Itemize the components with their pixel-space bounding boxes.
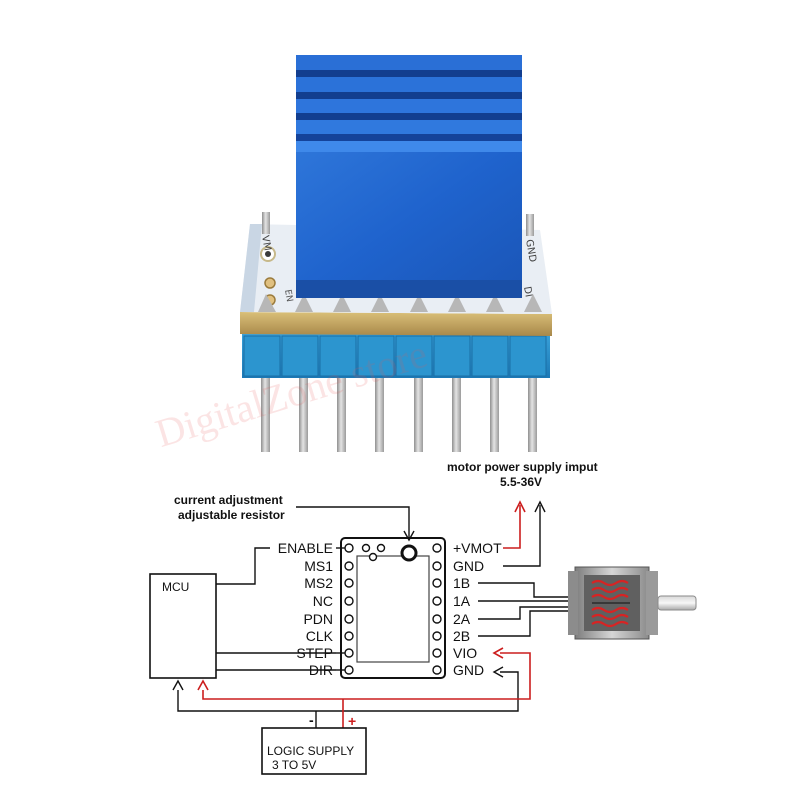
logic-vcc-wire bbox=[197, 647, 531, 728]
silk-dir: DI bbox=[521, 286, 534, 298]
board-top-pins bbox=[262, 212, 534, 236]
logic-supply-line1: LOGIC SUPPLY bbox=[267, 744, 355, 758]
pin-header-plastic bbox=[242, 332, 550, 378]
pin-label-ms1: MS1 bbox=[304, 558, 333, 574]
pcb-edge bbox=[240, 312, 552, 336]
pin-label-clk: CLK bbox=[305, 628, 333, 644]
logic-plus-sign: + bbox=[348, 713, 357, 729]
pin-label-enable: ENABLE bbox=[277, 540, 333, 556]
motor-coils bbox=[591, 579, 629, 628]
pin-label-1b: 1B bbox=[453, 575, 471, 591]
left-pin-holes bbox=[344, 543, 354, 675]
left-pin-lines bbox=[336, 547, 345, 671]
pin-label-2a: 2A bbox=[453, 611, 471, 627]
pin-label-gnd-logic: GND bbox=[453, 662, 485, 678]
potentiometer-symbol bbox=[400, 544, 418, 562]
driver-module-schematic bbox=[340, 537, 446, 679]
pin-label-ms2: MS2 bbox=[304, 575, 333, 591]
motor-supply-title: motor power supply imput bbox=[447, 460, 598, 474]
silk-en: EN bbox=[282, 289, 294, 303]
mcu-wiring bbox=[216, 547, 336, 671]
pin-label-step: STEP bbox=[296, 645, 333, 661]
pin-label-2b: 2B bbox=[453, 628, 471, 644]
pin-label-dir: DIR bbox=[308, 662, 333, 678]
motor-supply-range: 5.5-36V bbox=[500, 475, 543, 489]
driver-board-photo: VM GND DI EN bbox=[240, 55, 552, 452]
silk-vmot: VM bbox=[259, 235, 273, 252]
logic-supply-box bbox=[261, 727, 367, 775]
resistor-note-line2: adjustable resistor bbox=[178, 508, 285, 522]
mcu-label: MCU bbox=[162, 580, 190, 594]
resistor-pointer-line bbox=[296, 506, 410, 538]
stepper-motor bbox=[568, 566, 697, 640]
logic-supply-line2: 3 TO 5V bbox=[272, 758, 317, 772]
right-pin-holes bbox=[432, 543, 442, 675]
solder-joints bbox=[258, 294, 542, 312]
header-pins bbox=[261, 360, 537, 452]
motor-coil-wires bbox=[478, 582, 576, 637]
resistor-note-line1: current adjustment bbox=[174, 493, 283, 507]
silk-gnd: GND bbox=[523, 239, 538, 264]
pin-label-1a: 1A bbox=[453, 593, 471, 609]
pin-label-pdn: PDN bbox=[303, 611, 333, 627]
pcb-silkscreen: VM GND DI EN bbox=[259, 235, 538, 306]
pin-label-nc: NC bbox=[312, 593, 333, 609]
motor-supply-wires bbox=[503, 500, 546, 567]
heatsink bbox=[296, 55, 522, 298]
pin-label-vio: VIO bbox=[453, 645, 478, 661]
logic-ground-wire bbox=[172, 666, 519, 728]
pin-label-gnd-motor: GND bbox=[453, 558, 485, 574]
mcu-box bbox=[149, 573, 217, 679]
pin-label-vmot: +VMOT bbox=[453, 540, 502, 556]
logic-minus-sign: - bbox=[309, 712, 314, 728]
